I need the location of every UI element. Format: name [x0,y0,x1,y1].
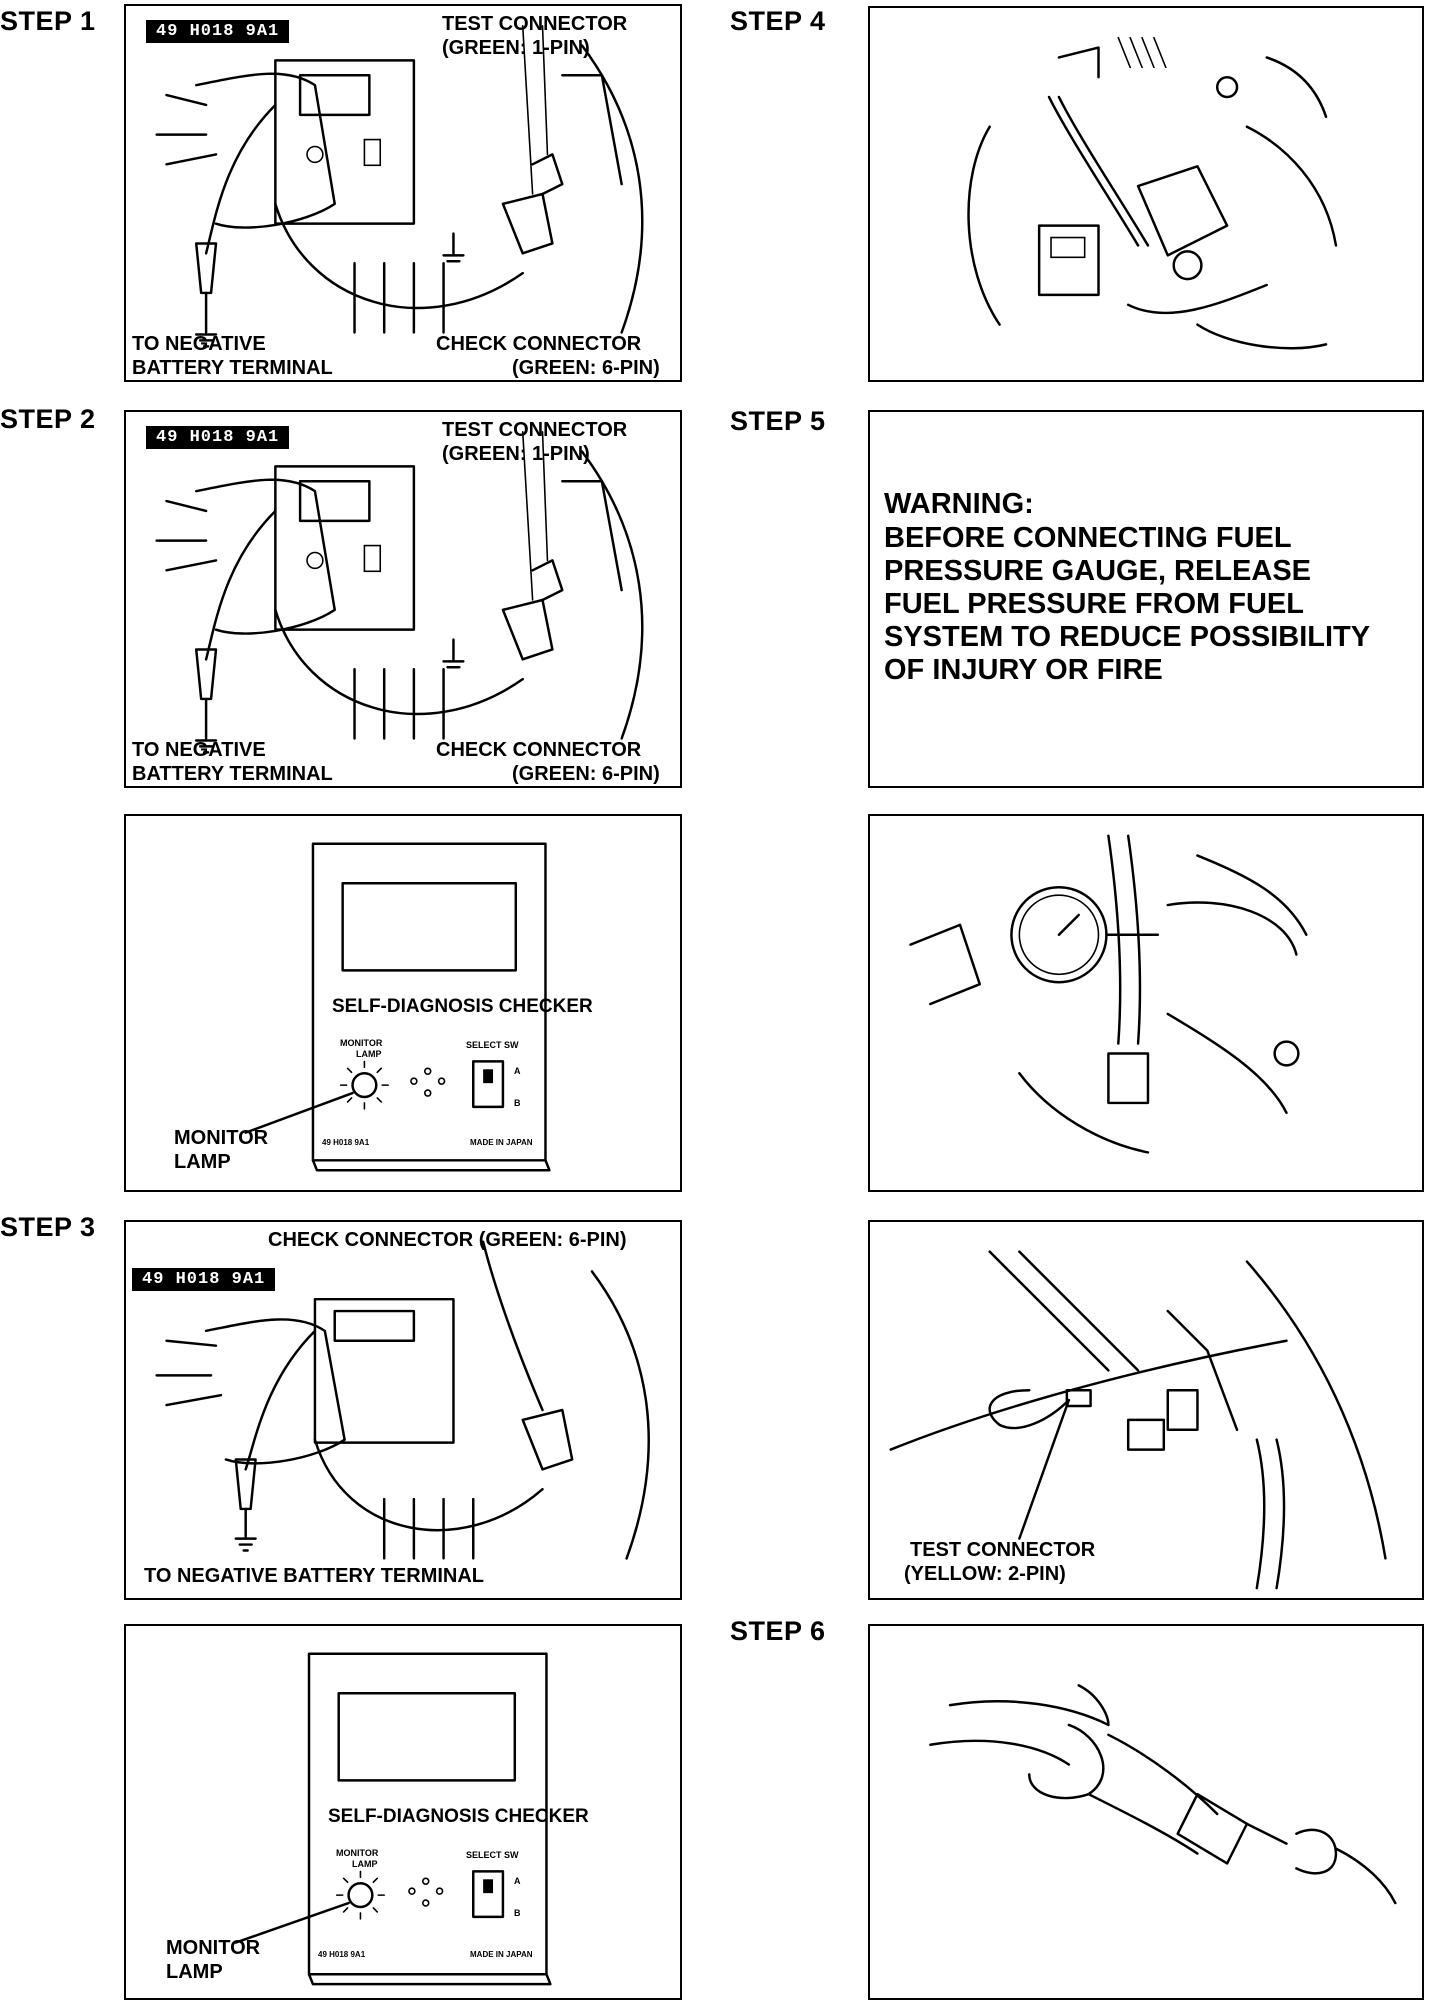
self-diagnosis-checker-illustration [244,842,551,1172]
checker-lamp-text: LAMP [356,1049,382,1059]
step-2-checker-closeup: SELF-DIAGNOSIS CHECKER MONITOR LAMP SELE… [124,814,682,1192]
green-6pin-label: (GREEN: 6-PIN) [512,763,660,785]
tool-number-tag: 49 H018 9A1 [132,1268,276,1291]
step-5-warning-panel: WARNING: BEFORE CONNECTING FUEL PRESSURE… [868,410,1424,788]
step-4-label: STEP 4 [730,6,826,36]
checker-lamp-text: LAMP [352,1859,378,1869]
to-negative-label: TO NEGATIVE [132,739,266,761]
step-6-illustration [868,1624,1424,2000]
monitor-lamp-label-line2: LAMP [174,1151,231,1173]
warning-heading: WARNING: [884,488,1034,520]
test-connector-label: TEST CONNECTOR [442,419,628,441]
step-1-label: STEP 1 [0,6,96,36]
step-6-label: STEP 6 [730,1616,826,1646]
step-5-test-connector-illustration: TEST CONNECTOR (YELLOW: 2-PIN) [868,1220,1424,1600]
warning-body: BEFORE CONNECTING FUEL PRESSURE GAUGE, R… [884,522,1371,686]
check-connector-label: CHECK CONNECTOR [436,333,642,355]
tool-number-tag: 49 H018 9A1 [146,20,290,43]
step-3-checker-closeup: SELF-DIAGNOSIS CHECKER MONITOR LAMP SELE… [124,1624,682,2000]
fuel-pressure-gauge-illustration [909,834,1308,1154]
checker-switch-a: A [514,1876,521,1886]
checker-switch-b: B [514,1098,521,1108]
battery-terminal-label: BATTERY TERMINAL [132,357,333,379]
checker-monitor-text: MONITOR [340,1038,383,1048]
to-negative-battery-terminal-label: TO NEGATIVE BATTERY TERMINAL [144,1565,485,1587]
checker-switch-b: B [514,1908,521,1918]
checker-select-sw: SELECT SW [466,1850,519,1860]
check-connector-label: CHECK CONNECTOR [436,739,642,761]
check-connector-full-label: CHECK CONNECTOR (GREEN: 6-PIN) [268,1229,627,1251]
monitor-lamp-label-line2: LAMP [166,1961,223,1983]
monitor-lamp-label-line1: MONITOR [166,1937,261,1959]
self-diagnosis-checker-illustration [234,1652,552,1986]
step-5-label: STEP 5 [730,406,826,436]
checker-title: SELF-DIAGNOSIS CHECKER [332,996,593,1017]
battery-terminal-label: BATTERY TERMINAL [132,763,333,785]
checker-model-text: 49 H018 9A1 [318,1950,366,1959]
checker-monitor-text: MONITOR [336,1848,379,1858]
checker-made-in-text: MADE IN JAPAN [470,1138,533,1147]
step-1-connection-diagram: 49 H018 9A1 TEST CONNECTOR (GREEN: 1-PIN… [124,4,682,382]
engine-component-illustration [967,36,1338,350]
tool-number-tag: 49 H018 9A1 [146,426,290,449]
test-connector-label: TEST CONNECTOR [910,1539,1096,1561]
green-6pin-label: (GREEN: 6-PIN) [512,357,660,379]
test-connector-label: TEST CONNECTOR [442,13,628,35]
step-4-illustration [868,6,1424,382]
yellow-2pin-label: (YELLOW: 2-PIN) [904,1563,1066,1585]
checker-switch-a: A [514,1066,521,1076]
step-5-fuel-gauge-illustration [868,814,1424,1192]
engine-bay-illustration [155,24,644,348]
test-connector-illustration [889,1250,1387,1590]
engine-bay-illustration [155,1240,650,1560]
step-2-connection-diagram: 49 H018 9A1 TEST CONNECTOR (GREEN: 1-PIN… [124,410,682,788]
checker-model-text: 49 H018 9A1 [322,1138,370,1147]
step-2-label: STEP 2 [0,404,96,434]
green-1pin-label: (GREEN: 1-PIN) [442,37,590,59]
checker-title: SELF-DIAGNOSIS CHECKER [328,1806,589,1827]
checker-made-in-text: MADE IN JAPAN [470,1950,533,1959]
green-1pin-label: (GREEN: 1-PIN) [442,443,590,465]
monitor-lamp-label-line1: MONITOR [174,1127,269,1149]
hand-disconnecting-hose-illustration [929,1684,1397,1905]
step-3-connection-diagram: CHECK CONNECTOR (GREEN: 6-PIN) 49 H018 9… [124,1220,682,1600]
engine-bay-illustration [155,430,644,754]
step-3-label: STEP 3 [0,1212,96,1242]
to-negative-label: TO NEGATIVE [132,333,266,355]
checker-select-sw: SELECT SW [466,1040,519,1050]
